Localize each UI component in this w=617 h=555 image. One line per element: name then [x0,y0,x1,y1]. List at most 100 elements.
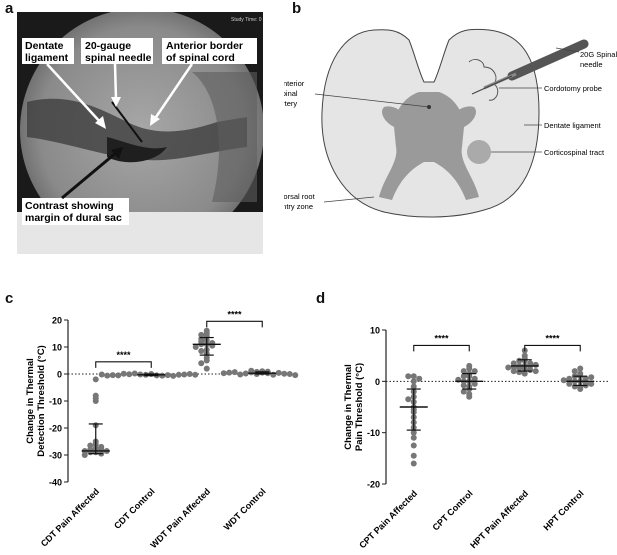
data-point [126,371,133,378]
label-dorsal-root: Dorsal rootentry zone [284,192,316,211]
data-point [566,375,573,382]
data-point [466,393,473,400]
data-point [521,370,528,377]
data-point [198,348,205,355]
data-point [405,396,412,403]
series-group [455,362,484,400]
data-point [410,434,417,441]
data-point [104,372,111,379]
data-point [471,380,478,387]
data-point [410,442,417,449]
panel-letter-a: a [5,0,14,17]
significance-bracket [95,361,152,368]
data-point [242,370,249,377]
data-point [560,377,567,384]
data-point [192,344,199,350]
panel-letter-d: d [316,290,326,307]
significance-bracket [524,344,581,352]
data-point [410,378,417,385]
data-point [92,398,99,404]
data-point [410,452,417,459]
data-point [416,375,423,382]
series-group [81,376,110,458]
data-point [87,449,94,456]
panel-letter-b: b [292,0,302,17]
y-axis-label: Change in ThermalDetection Threshold (°C… [25,345,47,456]
data-point [98,371,105,378]
y-tick-label: 0 [375,377,380,387]
data-point [203,357,210,364]
x-category-label: CDT Control [112,486,157,531]
label-anterior-spinal-artery: Anteriorspinalartery [284,79,305,108]
x-category-label: WDT Control [222,486,268,532]
data-point [281,370,288,377]
y-tick-label: -10 [49,397,62,407]
data-point [532,368,539,375]
data-point [164,372,171,379]
data-point [510,368,517,375]
data-point [471,368,478,375]
y-tick-label: 20 [52,316,62,326]
data-point [460,373,467,380]
data-point [516,369,523,376]
series-group [399,373,428,467]
data-point [120,370,127,377]
panel-letter-c: c [5,290,14,307]
y-tick-label: -20 [49,424,62,434]
x-category-label: CDT Pain Affected [39,486,101,548]
series-group [505,347,539,377]
y-tick-label: -30 [49,451,62,461]
x-category-label: HPT Control [541,488,585,532]
data-point [209,342,216,349]
data-point [275,369,282,376]
data-point [410,383,417,390]
data-point [192,371,199,378]
data-point [466,365,473,372]
y-axis-label: Change in ThermalPain Threshold (°C) [343,363,365,451]
data-point [292,372,299,379]
series-group [192,327,221,372]
data-point [410,429,417,436]
data-point [92,376,99,383]
significance-label: **** [545,333,560,343]
data-point [226,369,233,376]
data-point [527,367,534,374]
data-point [405,373,412,380]
data-point [588,380,595,387]
y-tick-label: -20 [367,480,380,490]
significance-label: **** [227,309,242,319]
y-tick-label: -10 [367,428,380,438]
data-point [471,375,478,382]
x-category-label: CPT Control [430,488,474,532]
significance-label: **** [116,350,131,360]
data-point [410,460,417,467]
series-group [98,370,199,379]
spinal-cord-diagram: Anteriorspinalartery Dorsal rootentry zo… [284,28,617,218]
data-point [220,370,227,377]
data-point [577,365,584,372]
significance-label: **** [434,333,449,343]
data-point [203,365,210,372]
data-point [516,357,523,364]
x-category-label: WDT Pain Affected [148,486,212,550]
data-point [237,371,244,378]
data-point [505,364,512,371]
data-point [109,372,116,379]
data-point [115,372,122,379]
significance-bracket [206,320,263,328]
data-point [170,372,177,379]
data-point [248,367,255,374]
y-tick-label: 10 [370,326,380,336]
data-point [159,372,166,379]
significance-bracket [413,344,470,352]
data-point [286,371,293,377]
x-category-label: HPT Pain Affected [468,488,530,550]
x-category-label: CPT Pain Affected [357,488,419,550]
